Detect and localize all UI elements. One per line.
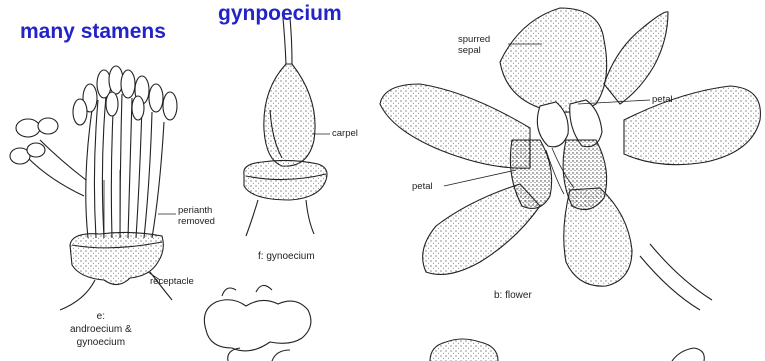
label-carpel: carpel: [332, 128, 358, 139]
caption-f-gynoecium: f: gynoecium: [258, 250, 315, 263]
label-receptacle: receptacle: [150, 276, 194, 287]
partial-drawings: [204, 285, 704, 361]
gynoecium-drawing: [244, 18, 330, 236]
label-petal-right: petal: [652, 94, 673, 105]
heading-many-stamens: many stamens: [20, 20, 166, 44]
caption-b-flower: b: flower: [494, 289, 532, 302]
label-petal-left: petal: [412, 181, 433, 192]
androecium-drawing: [10, 66, 177, 310]
caption-e-androecium: e: androecium & gynoecium: [70, 310, 132, 349]
flower-drawing: [380, 8, 760, 310]
label-spurred-sepal: spurred sepal: [458, 34, 490, 56]
heading-gynpoecium: gynpoecium: [218, 2, 342, 26]
label-perianth-removed: perianth removed: [178, 205, 215, 227]
